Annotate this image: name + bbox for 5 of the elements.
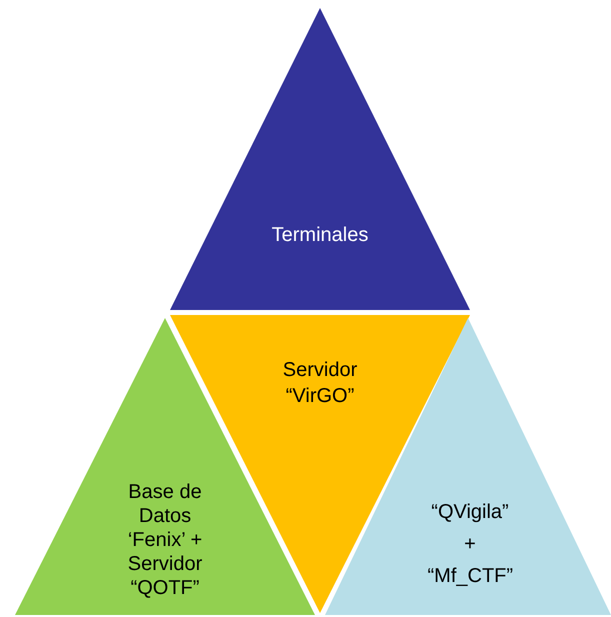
shape-label: Base de Datos ‘Fenix’ + Servidor “QOTF” — [126, 480, 204, 600]
shape-label: “QVigila” + “Mf_CTF” — [428, 500, 512, 589]
shape-label: Servidor “VirGO” — [282, 358, 358, 409]
triangle-shape — [170, 8, 470, 310]
shape-label: Terminales — [270, 223, 370, 247]
